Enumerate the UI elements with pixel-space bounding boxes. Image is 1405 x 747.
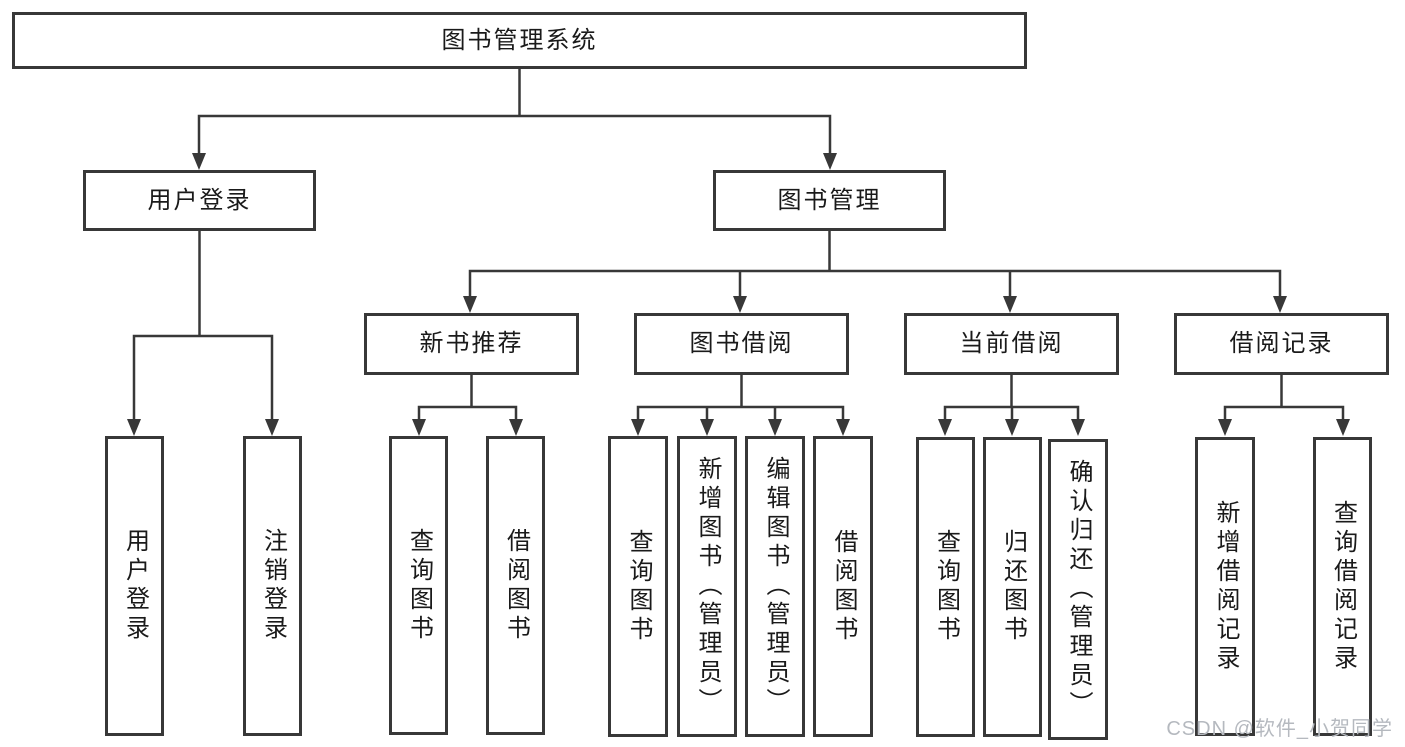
- node-book-management: 图书管理: [713, 170, 946, 231]
- node-logout-leaf: 注销登录: [243, 436, 302, 736]
- node-cb-query-book: 查询图书: [916, 437, 975, 737]
- csdn-watermark: CSDN @软件_小贺同学: [1166, 718, 1393, 740]
- node-library-management-system: 图书管理系统: [12, 12, 1027, 69]
- node-br-query-record: 查询借阅记录: [1313, 437, 1372, 736]
- node-user-login-leaf: 用户登录: [105, 436, 164, 736]
- connector-borrow-records-subtree: [1223, 372, 1345, 422]
- connector-book-management-subtree: [468, 228, 1282, 299]
- node-bb-borrow-book: 借阅图书: [813, 436, 873, 737]
- node-new-book-recommend: 新书推荐: [364, 313, 579, 375]
- node-cb-confirm-return-admin: 确认归还（管理员）: [1048, 439, 1108, 740]
- node-bb-add-book-admin: 新增图书（管理员）: [677, 436, 737, 737]
- connector-user-login-subtree: [132, 228, 274, 422]
- node-bb-query-book: 查询图书: [608, 436, 668, 737]
- node-cb-return-book: 归还图书: [983, 437, 1042, 737]
- node-current-borrow: 当前借阅: [904, 313, 1119, 375]
- node-br-add-record: 新增借阅记录: [1195, 437, 1255, 736]
- connector-current-borrow-subtree: [943, 372, 1080, 422]
- node-nb-query-book: 查询图书: [389, 436, 448, 735]
- connector-book-borrow-subtree: [636, 372, 845, 422]
- node-user-login: 用户登录: [83, 170, 316, 231]
- node-borrow-records: 借阅记录: [1174, 313, 1389, 375]
- node-nb-borrow-book: 借阅图书: [486, 436, 545, 735]
- connector-root-to-level2: [197, 66, 832, 156]
- node-bb-edit-book-admin: 编辑图书（管理员）: [745, 436, 805, 737]
- node-book-borrow: 图书借阅: [634, 313, 849, 375]
- connector-new-book-subtree: [417, 372, 518, 422]
